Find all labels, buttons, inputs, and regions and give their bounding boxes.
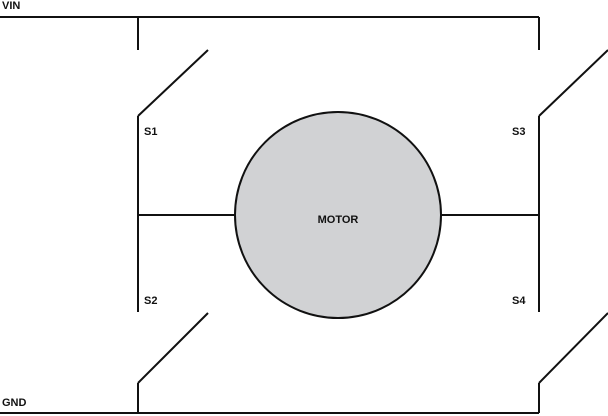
motor-circle bbox=[234, 111, 442, 319]
switch-s4-blade bbox=[538, 312, 608, 384]
switch-s2-blade bbox=[137, 312, 209, 384]
switch-s3-blade bbox=[538, 49, 608, 117]
vin-label: VIN bbox=[2, 0, 20, 12]
switch-s3-label: S3 bbox=[512, 126, 525, 138]
switch-s4-label: S4 bbox=[512, 295, 526, 307]
switch-s1-blade bbox=[137, 49, 209, 117]
switch-s1-label: S1 bbox=[144, 126, 157, 138]
switch-s2-label: S2 bbox=[144, 295, 157, 307]
gnd-label: GND bbox=[2, 397, 27, 409]
motor-label: MOTOR bbox=[318, 214, 359, 226]
